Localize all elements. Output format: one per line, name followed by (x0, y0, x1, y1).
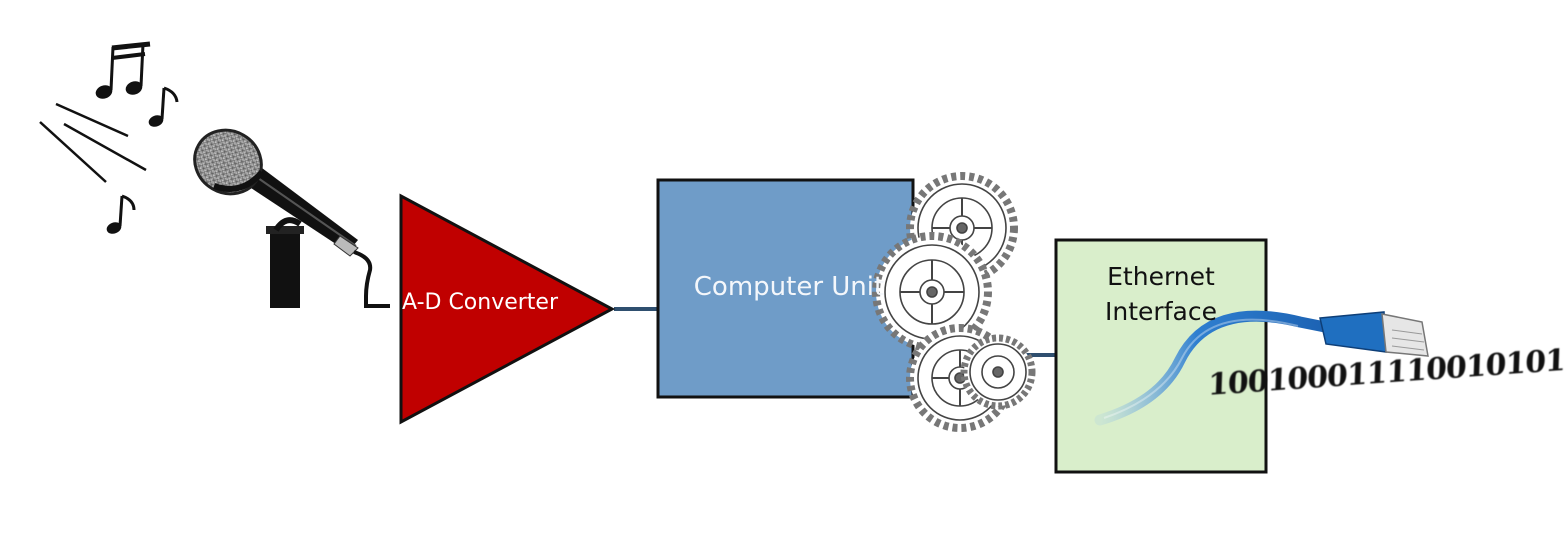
sound-waves-icon (39, 102, 147, 183)
microphone-icon (193, 128, 390, 308)
adc-block (399, 193, 616, 425)
music-notes-icon (95, 41, 179, 234)
adc-label: A-D Converter (402, 290, 559, 315)
ethernet-interface-block (1054, 238, 1268, 474)
computer-unit-label: Computer Unit (693, 272, 885, 302)
ethernet-label-line1: Ethernet (1107, 262, 1215, 291)
diagram-canvas: A-D Converter Computer Unit Ethernet Int… (39, 41, 1565, 474)
computer-unit-block (656, 178, 915, 399)
diagram-svg (39, 41, 1429, 474)
ethernet-cable-icon (1094, 310, 1429, 426)
gears-icon (872, 172, 1036, 432)
ethernet-label-line2: Interface (1105, 297, 1217, 326)
